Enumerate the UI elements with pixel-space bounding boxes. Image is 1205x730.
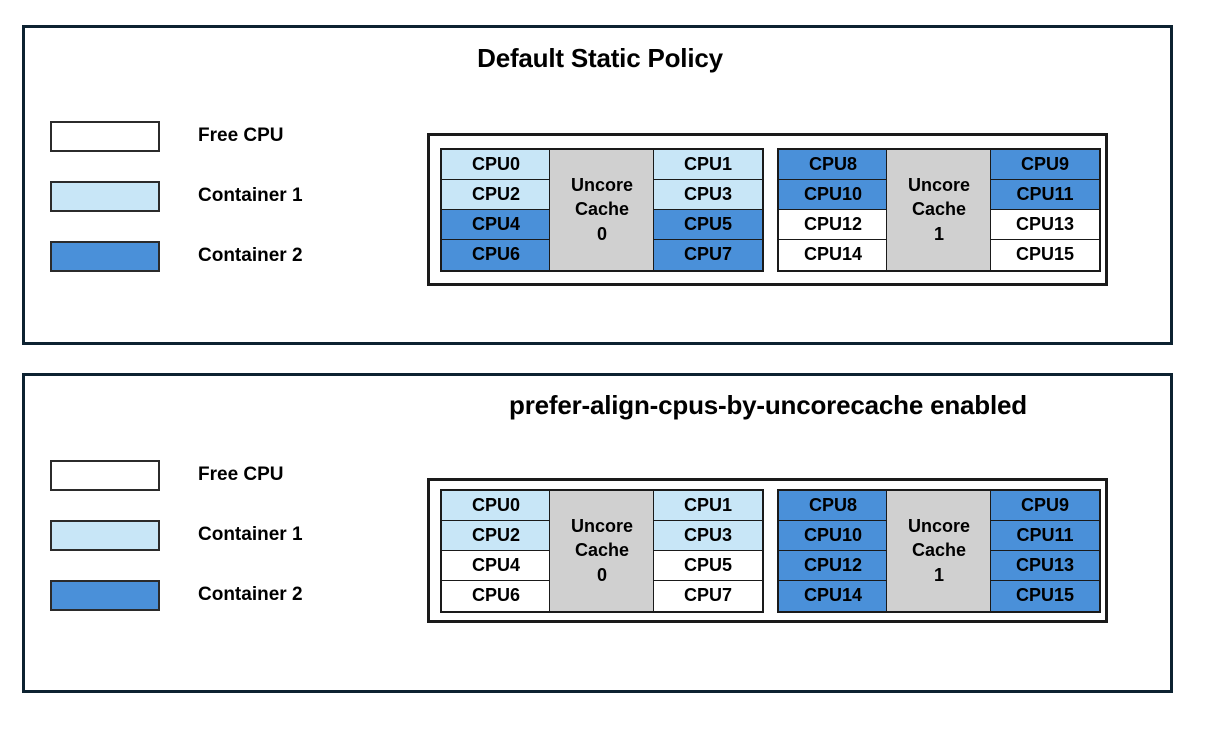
cpu-cell: CPU1 (653, 489, 763, 522)
cpu-column-left-1: CPU8 CPU10 CPU12 CPU14 (778, 489, 888, 612)
cpu-cell: CPU8 (778, 148, 888, 181)
cpu-column-left-0: CPU0 CPU2 CPU4 CPU6 (441, 489, 551, 612)
uncore-cache-line-1: Uncore (907, 516, 970, 537)
cpu-cell: CPU11 (990, 178, 1100, 211)
uncore-cache-label-1: Uncore Cache 1 (886, 489, 992, 612)
legend-item-free-cpu: Free CPU (50, 445, 370, 505)
legend-swatch-container-2 (50, 579, 160, 611)
uncore-cache-label-1: Uncore Cache 1 (886, 148, 992, 271)
cpu-cell: CPU7 (653, 238, 763, 271)
cpu-cell: CPU7 (653, 579, 763, 612)
legend-label-container-1: Container 1 (198, 524, 303, 545)
cpu-column-left-1: CPU8 CPU10 CPU12 CPU14 (778, 148, 888, 271)
cpu-cell: CPU1 (653, 148, 763, 181)
cpu-cell: CPU11 (990, 519, 1100, 552)
cpu-cell: CPU6 (441, 238, 551, 271)
uncore-cache-line-2: Cache (574, 540, 630, 561)
cpu-cell: CPU6 (441, 579, 551, 612)
uncore-cache-line-1: Uncore (570, 516, 633, 537)
legend-top: Free CPU Container 1 Container 2 (50, 106, 370, 286)
uncore-cache-line-3: 0 (596, 223, 607, 244)
cpu-cell: CPU14 (778, 238, 888, 271)
cpu-cell: CPU4 (441, 549, 551, 582)
uncore-cache-group-0: CPU0 CPU2 CPU4 CPU6 Uncore Cache 0 CPU1 … (440, 147, 764, 272)
legend-item-container-2: Container 2 (50, 226, 370, 286)
page-title-bottom: prefer-align-cpus-by-uncorecache enabled (509, 390, 1027, 420)
page-title-top: Default Static Policy (477, 43, 723, 73)
uncore-cache-label-0: Uncore Cache 0 (549, 148, 655, 271)
legend-swatch-free-cpu (50, 120, 160, 152)
legend-item-free-cpu: Free CPU (50, 106, 370, 166)
uncore-cache-group-0: CPU0 CPU2 CPU4 CPU6 Uncore Cache 0 CPU1 … (440, 488, 764, 613)
cpu-cell: CPU9 (990, 148, 1100, 181)
cpu-cell: CPU12 (778, 208, 888, 241)
cpu-topology-diagram-bottom: CPU0 CPU2 CPU4 CPU6 Uncore Cache 0 CPU1 … (427, 478, 1108, 623)
cpu-column-left-0: CPU0 CPU2 CPU4 CPU6 (441, 148, 551, 271)
legend-item-container-1: Container 1 (50, 505, 370, 565)
cpu-cell: CPU2 (441, 519, 551, 552)
cpu-cell: CPU12 (778, 549, 888, 582)
cpu-cell: CPU10 (778, 519, 888, 552)
legend-label-free-cpu: Free CPU (198, 464, 284, 485)
cpu-column-right-1: CPU9 CPU11 CPU13 CPU15 (990, 148, 1100, 271)
uncore-cache-line-2: Cache (911, 199, 967, 220)
legend-label-container-1: Container 1 (198, 185, 303, 206)
uncore-cache-line-2: Cache (574, 199, 630, 220)
cpu-cell: CPU9 (990, 489, 1100, 522)
uncore-cache-line-3: 1 (933, 564, 944, 585)
cpu-cell: CPU2 (441, 178, 551, 211)
cpu-cell: CPU14 (778, 579, 888, 612)
legend-label-free-cpu: Free CPU (198, 125, 284, 146)
legend-item-container-2: Container 2 (50, 565, 370, 625)
legend-label-container-2: Container 2 (198, 245, 303, 266)
uncore-cache-line-3: 1 (933, 223, 944, 244)
legend-label-container-2: Container 2 (198, 584, 303, 605)
uncore-cache-label-0: Uncore Cache 0 (549, 489, 655, 612)
cpu-cell: CPU8 (778, 489, 888, 522)
legend-bottom: Free CPU Container 1 Container 2 (50, 445, 370, 625)
cpu-cell: CPU3 (653, 178, 763, 211)
uncore-cache-line-3: 0 (596, 564, 607, 585)
uncore-cache-group-1: CPU8 CPU10 CPU12 CPU14 Uncore Cache 1 CP… (777, 147, 1101, 272)
cpu-cell: CPU13 (990, 208, 1100, 241)
cpu-cell: CPU0 (441, 489, 551, 522)
cpu-column-right-0: CPU1 CPU3 CPU5 CPU7 (653, 489, 763, 612)
cpu-cell: CPU4 (441, 208, 551, 241)
cpu-cell: CPU15 (990, 579, 1100, 612)
cpu-cell: CPU13 (990, 549, 1100, 582)
cpu-cell: CPU15 (990, 238, 1100, 271)
legend-swatch-free-cpu (50, 459, 160, 491)
cpu-cell: CPU5 (653, 549, 763, 582)
uncore-cache-line-1: Uncore (907, 175, 970, 196)
uncore-cache-line-1: Uncore (570, 175, 633, 196)
cpu-cell: CPU10 (778, 178, 888, 211)
cpu-cell: CPU0 (441, 148, 551, 181)
legend-swatch-container-1 (50, 519, 160, 551)
uncore-cache-group-1: CPU8 CPU10 CPU12 CPU14 Uncore Cache 1 CP… (777, 488, 1101, 613)
cpu-cell: CPU5 (653, 208, 763, 241)
legend-swatch-container-1 (50, 180, 160, 212)
cpu-column-right-1: CPU9 CPU11 CPU13 CPU15 (990, 489, 1100, 612)
legend-item-container-1: Container 1 (50, 166, 370, 226)
cpu-column-right-0: CPU1 CPU3 CPU5 CPU7 (653, 148, 763, 271)
uncore-cache-line-2: Cache (911, 540, 967, 561)
cpu-topology-diagram-top: CPU0 CPU2 CPU4 CPU6 Uncore Cache 0 CPU1 … (427, 133, 1108, 286)
legend-swatch-container-2 (50, 240, 160, 272)
cpu-cell: CPU3 (653, 519, 763, 552)
